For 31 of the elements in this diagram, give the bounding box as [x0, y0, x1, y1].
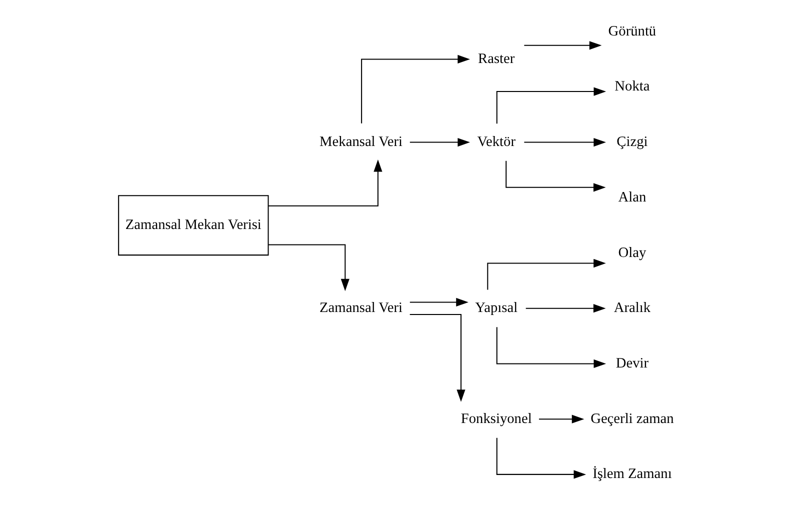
arrow [496, 86, 606, 124]
node-text: Alan [618, 188, 646, 205]
node-text: Aralık [614, 300, 651, 316]
arrow [496, 326, 606, 368]
node-box: Zamansal Mekan Verisi [118, 194, 269, 256]
arrow [410, 137, 470, 146]
arrow [410, 314, 466, 402]
arrow [268, 158, 382, 206]
node-text: Yapısal [475, 300, 518, 316]
node-text: Zamansal Veri [320, 300, 403, 316]
node-text: Vektör [477, 134, 516, 150]
node-text: Olay [618, 244, 646, 260]
node-text: Çizgi [616, 134, 648, 150]
node-text: İşlem Zamanı [592, 466, 672, 482]
arrow [496, 437, 586, 478]
arrow [487, 258, 606, 290]
arrow [361, 54, 470, 123]
node-text: Raster [478, 50, 515, 67]
arrow [410, 297, 468, 306]
arrow [526, 304, 606, 312]
arrow [268, 244, 350, 291]
arrow [524, 40, 602, 50]
node-text: Fonksiyonel [460, 410, 532, 426]
node-text: Nokta [614, 78, 650, 94]
node-text: Görüntü [608, 22, 656, 39]
arrow [524, 137, 606, 146]
node-text: Geçerli zaman [590, 410, 674, 426]
node-text: Mekansal Veri [320, 134, 403, 150]
arrow [538, 414, 584, 423]
arrow [506, 160, 606, 192]
node-text: Devir [616, 355, 649, 372]
